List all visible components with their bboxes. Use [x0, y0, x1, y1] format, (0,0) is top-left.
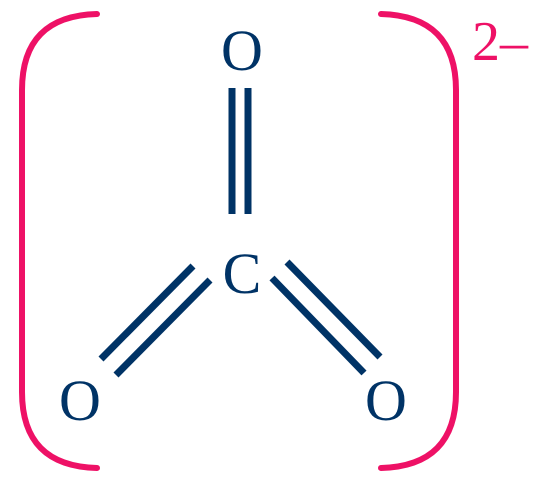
left-bracket	[19, 11, 100, 471]
atom-right-oxygen: O	[365, 368, 407, 433]
bond-line	[284, 259, 383, 360]
bond-line	[113, 277, 213, 378]
bond-line	[269, 275, 367, 376]
bond-line	[98, 263, 196, 362]
atom-left-oxygen: O	[59, 368, 101, 433]
double-bond-carbon-top-oxygen	[228, 88, 252, 214]
atom-carbon: C	[223, 241, 262, 306]
double-bond-carbon-left-oxygen	[98, 263, 213, 378]
atom-top-oxygen: O	[221, 18, 263, 83]
right-bracket	[378, 11, 459, 471]
double-bond-carbon-right-oxygen	[269, 259, 383, 376]
bond-group	[98, 88, 383, 378]
bracket-group	[19, 11, 459, 471]
ion-charge: 2–	[472, 11, 529, 73]
